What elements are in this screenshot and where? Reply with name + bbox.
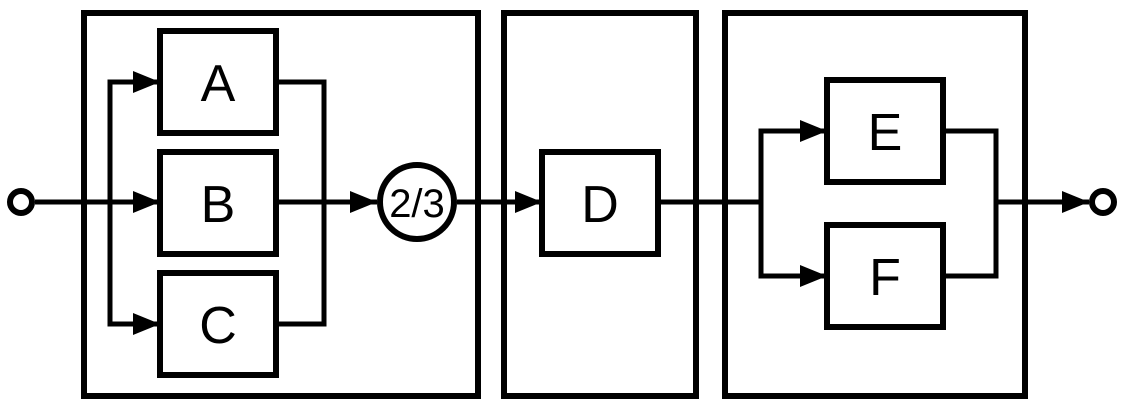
voter-gate: 2/3 [377, 162, 457, 242]
block-b-label: B [201, 176, 236, 234]
voter-gate-label: 2/3 [389, 182, 445, 226]
block-f: F [824, 222, 946, 330]
block-a-box [157, 28, 279, 136]
block-a-label: A [201, 55, 236, 113]
block-f-label: F [869, 249, 901, 307]
block-c-box [157, 270, 279, 378]
block-d-box [539, 149, 661, 257]
block-e-label: E [868, 104, 903, 162]
wire-branch-to-f [758, 202, 827, 287]
wire-branch-to-c [107, 202, 160, 335]
voter-gate-circle [377, 162, 457, 242]
wire-f-out-merge [943, 202, 999, 279]
block-e: E [824, 77, 946, 185]
output-terminal-node [1089, 188, 1117, 216]
block-d-label: D [581, 176, 619, 234]
wire-a-out-merge [276, 79, 327, 202]
block-f-box [824, 222, 946, 330]
block-d: D [539, 149, 661, 257]
block-b: B [157, 149, 279, 257]
parallel-group-box-ef [722, 10, 1028, 399]
block-c-label: C [199, 297, 237, 355]
block-c: C [157, 270, 279, 378]
wire-branch-to-a [107, 71, 160, 202]
input-terminal-node [7, 188, 35, 216]
block-a: A [157, 28, 279, 136]
wire-branch-to-e [758, 120, 827, 202]
wire-e-out-merge [943, 128, 999, 202]
block-e-box [824, 77, 946, 185]
wire-c-out-merge [276, 202, 327, 327]
block-b-box [157, 149, 279, 257]
